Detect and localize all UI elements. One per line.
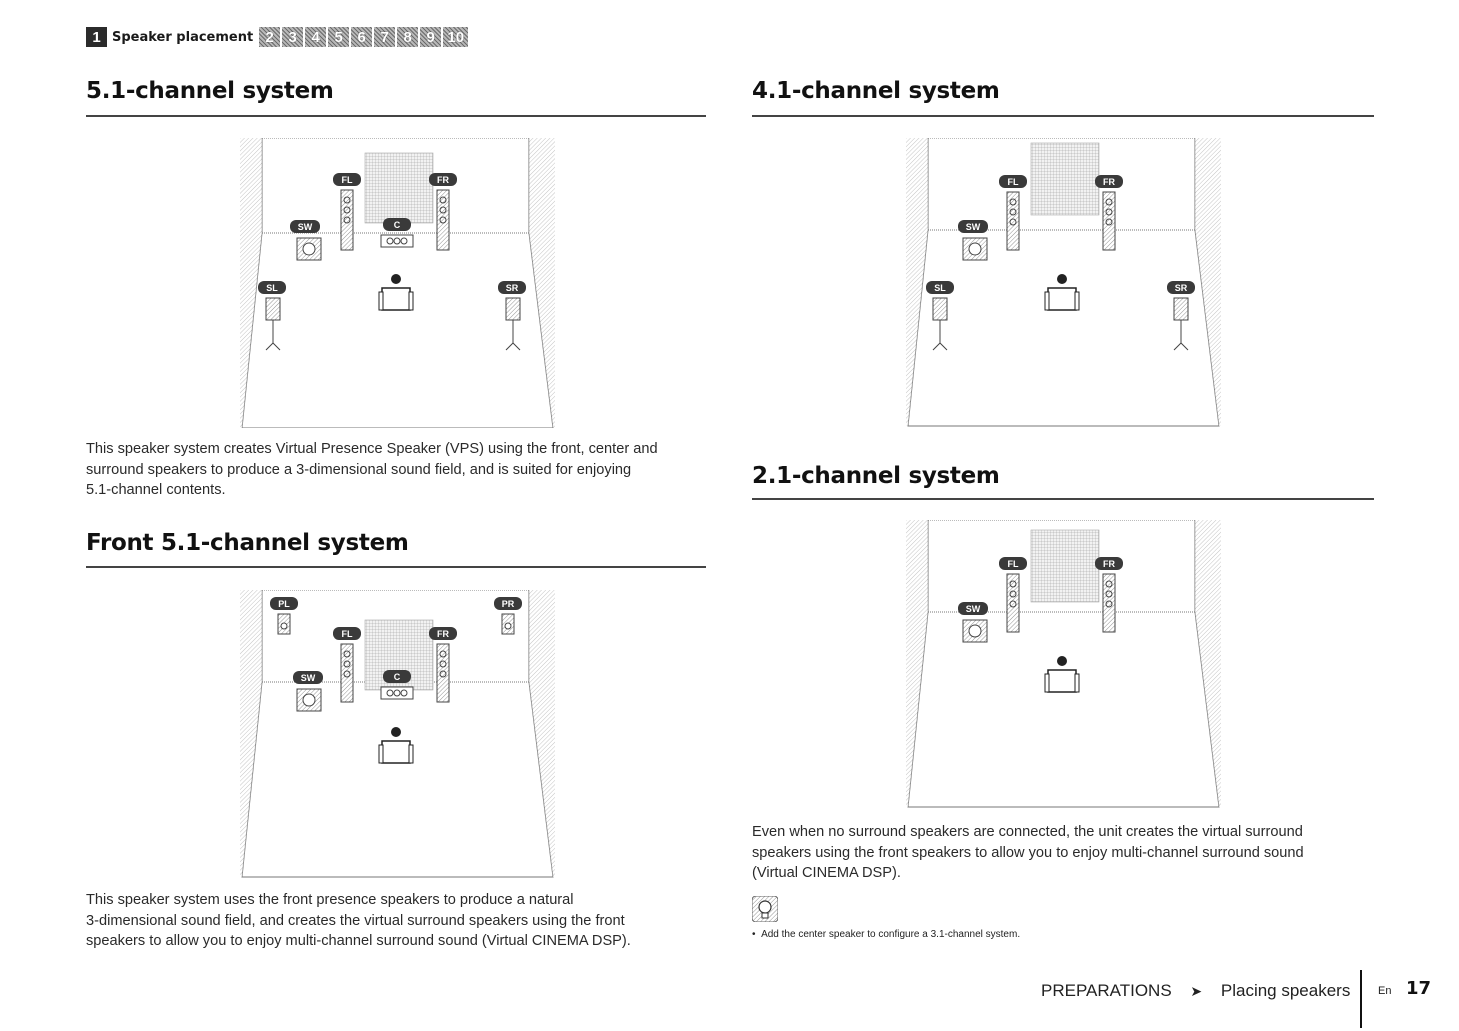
speaker-fl-icon: FL xyxy=(999,557,1027,633)
label-sl: SL xyxy=(934,283,946,293)
speaker-sr-icon: SR xyxy=(498,281,526,351)
label-sw: SW xyxy=(298,222,313,232)
label-fr: FR xyxy=(437,629,449,639)
page-number: 17 xyxy=(1406,978,1432,999)
section-rule xyxy=(752,498,1374,500)
paragraph-5-1: This speaker system creates Virtual Pres… xyxy=(86,441,658,498)
listener-icon xyxy=(378,274,414,311)
speaker-sl-icon: SL xyxy=(258,281,286,351)
label-fl: FL xyxy=(1008,559,1019,569)
label-pr: PR xyxy=(502,599,515,609)
step-3-badge[interactable]: 3 xyxy=(282,27,304,47)
step-4-badge[interactable]: 4 xyxy=(305,27,327,47)
footer-divider xyxy=(1360,970,1362,1028)
bullet: • xyxy=(752,929,762,940)
speaker-sr-icon: SR xyxy=(1167,281,1195,351)
label-sr: SR xyxy=(506,283,519,293)
label-fl: FL xyxy=(1008,177,1019,187)
speaker-pl-icon: PL xyxy=(270,597,298,635)
current-step-label: Speaker placement xyxy=(112,29,254,45)
label-fr: FR xyxy=(1103,559,1115,569)
label-sl: SL xyxy=(266,283,278,293)
section-title-2-1: 2.1-channel system xyxy=(752,463,1000,489)
speaker-fl-icon: FL xyxy=(999,175,1027,251)
label-c: C xyxy=(394,220,401,230)
section-title-front-5-1: Front 5.1-channel system xyxy=(86,530,409,556)
footer-section[interactable]: PREPARATIONS xyxy=(1041,981,1172,1000)
diagram-front-5-1-channel: PL PR FL FR C SW xyxy=(240,590,555,878)
label-fl: FL xyxy=(342,175,353,185)
step-9-badge[interactable]: 9 xyxy=(420,27,442,47)
label-pl: PL xyxy=(278,599,290,609)
speaker-pr-icon: PR xyxy=(494,597,522,635)
label-sw: SW xyxy=(301,673,316,683)
lightbulb-icon xyxy=(752,896,778,922)
diagram-5-1-channel: FL FR C SW SL SR xyxy=(240,138,555,428)
speaker-fr-icon: FR xyxy=(1095,557,1123,633)
footer-topic[interactable]: Placing speakers xyxy=(1220,981,1351,1000)
paragraph-2-1: Even when no surround speakers are conne… xyxy=(752,824,1304,881)
label-sw: SW xyxy=(966,604,981,614)
step-navigation: 1 Speaker placement 2 3 4 5 6 7 8 9 10 xyxy=(86,26,470,48)
footer-lang: En xyxy=(1378,985,1392,997)
step-7-badge[interactable]: 7 xyxy=(374,27,396,47)
tip-note: • Add the center speaker to configure a … xyxy=(752,929,1021,940)
paragraph-front-5-1: This speaker system uses the front prese… xyxy=(86,892,631,949)
speaker-c-icon: C xyxy=(380,670,414,700)
speaker-sw-icon: SW xyxy=(958,602,988,643)
speaker-fl-icon: FL xyxy=(333,627,361,703)
listener-icon xyxy=(378,727,414,764)
tv-screen-icon xyxy=(1030,529,1100,603)
step-10-badge[interactable]: 10 xyxy=(443,27,469,47)
tv-screen-icon xyxy=(1030,142,1100,216)
speaker-sw-icon: SW xyxy=(293,671,323,712)
speaker-fl-icon: FL xyxy=(333,173,361,251)
label-sr: SR xyxy=(1175,283,1188,293)
step-5-badge[interactable]: 5 xyxy=(328,27,350,47)
label-fr: FR xyxy=(437,175,449,185)
section-rule xyxy=(86,115,706,117)
step-8-badge[interactable]: 8 xyxy=(397,27,419,47)
speaker-fr-icon: FR xyxy=(429,173,457,251)
listener-icon xyxy=(1044,656,1080,693)
label-fr: FR xyxy=(1103,177,1115,187)
section-title-4-1: 4.1-channel system xyxy=(752,78,1000,104)
listener-icon xyxy=(1044,274,1080,311)
step-6-badge[interactable]: 6 xyxy=(351,27,373,47)
label-sw: SW xyxy=(966,222,981,232)
section-rule xyxy=(752,115,1374,117)
section-rule xyxy=(86,566,706,568)
diagram-4-1-channel: FL FR SW SL SR xyxy=(906,138,1221,427)
speaker-sl-icon: SL xyxy=(926,281,954,351)
speaker-c-icon: C xyxy=(380,218,414,248)
step-1-badge[interactable]: 1 xyxy=(86,27,107,47)
label-fl: FL xyxy=(342,629,353,639)
step-2-badge[interactable]: 2 xyxy=(259,27,281,47)
tv-screen-icon xyxy=(364,152,434,224)
speaker-fr-icon: FR xyxy=(429,627,457,703)
diagram-2-1-channel: FL FR SW xyxy=(906,520,1221,808)
arrow-right-icon: ➤ xyxy=(1190,983,1203,999)
speaker-fr-icon: FR xyxy=(1095,175,1123,251)
label-c: C xyxy=(394,672,401,682)
section-title-5-1: 5.1-channel system xyxy=(86,78,334,104)
speaker-sw-icon: SW xyxy=(290,220,322,261)
speaker-sw-icon: SW xyxy=(958,220,988,261)
footer-breadcrumb: PREPARATIONS ➤ Placing speakers xyxy=(1041,981,1350,1001)
